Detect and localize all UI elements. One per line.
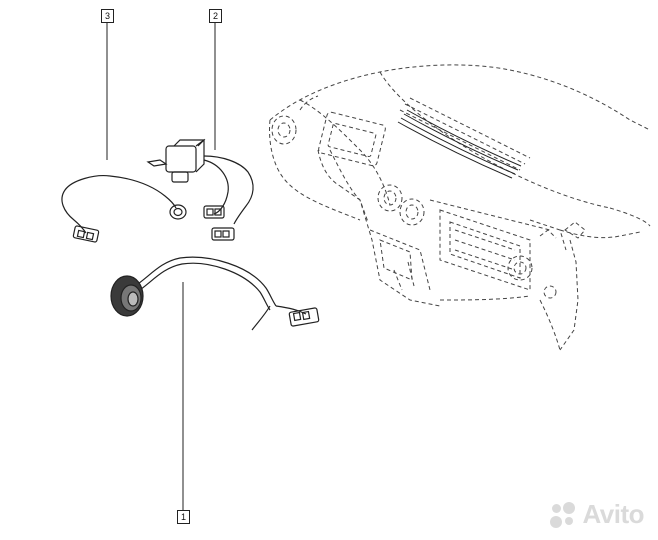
avito-logo-icon bbox=[550, 501, 576, 528]
harness-part-2 bbox=[146, 138, 254, 241]
callout-1: 1 bbox=[177, 510, 190, 524]
avito-watermark: Avito bbox=[550, 499, 644, 530]
callout-3: 3 bbox=[101, 9, 114, 23]
center-vent bbox=[397, 109, 522, 179]
callout-2: 2 bbox=[209, 9, 222, 23]
harness-part-1 bbox=[110, 256, 320, 331]
dashboard-outline bbox=[269, 64, 651, 351]
watermark-text: Avito bbox=[582, 499, 644, 529]
harness-part-3 bbox=[61, 175, 187, 243]
